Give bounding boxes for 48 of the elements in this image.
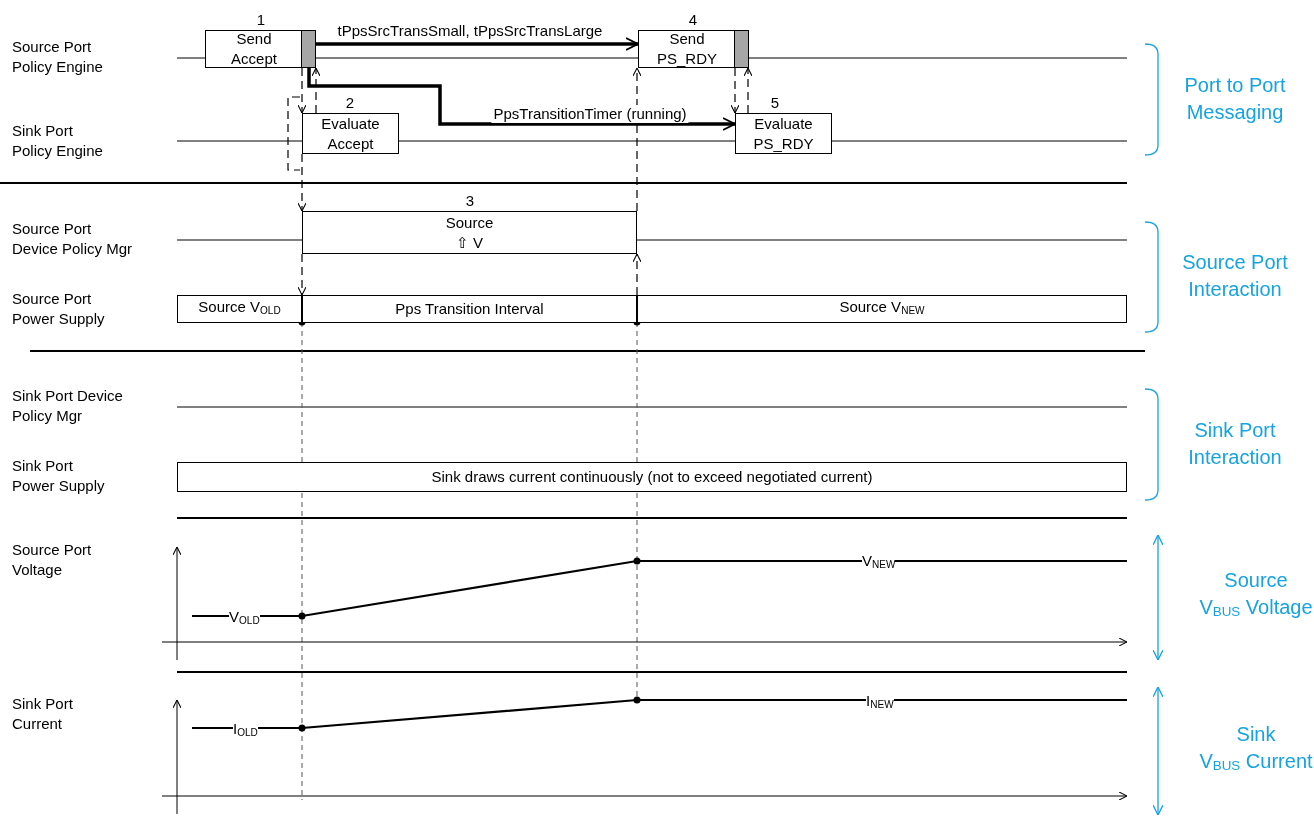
- process-box: [205, 30, 316, 68]
- box-label: Source V$_{OLD}$: [198, 297, 281, 318]
- step-number: 5: [769, 94, 781, 112]
- group-label: Source V$_{BUS}$ Voltage: [1198, 568, 1314, 621]
- arrow: [632, 67, 642, 212]
- arrow: [297, 253, 307, 296]
- process-box: [302, 113, 399, 154]
- row-label: Source Port Power Supply: [12, 289, 106, 329]
- box-label: Sink draws current continuously (not to exceed negotiated current): [431, 467, 873, 487]
- step-number: 3: [464, 192, 476, 210]
- group-label: Sink V$_{BUS}$ Current: [1198, 722, 1314, 775]
- row-label: Source Port Voltage: [12, 540, 93, 580]
- group-label: Port to Port Messaging: [1183, 73, 1287, 125]
- arrow: [316, 37, 639, 51]
- state-bar: [177, 295, 302, 323]
- state-bar: [302, 295, 637, 323]
- box-label: Source V$_{NEW}$: [839, 297, 925, 318]
- step-number: 1: [255, 11, 267, 29]
- row-label: Source Port Policy Engine: [12, 37, 104, 77]
- arrow: [307, 68, 736, 131]
- interval-box: [302, 211, 637, 254]
- row-label: Sink Port Policy Engine: [12, 121, 104, 161]
- arrow: [632, 253, 642, 296]
- row-label: Sink Port Device Policy Mgr: [12, 386, 124, 426]
- row-label: Sink Port Power Supply: [12, 456, 106, 496]
- row-label: Sink Port Current: [12, 694, 74, 734]
- group-label: Source Port Interaction: [1181, 250, 1289, 302]
- state-bar: [637, 295, 1127, 323]
- arrow: [730, 67, 740, 114]
- box-label: Send PS_RDY: [656, 29, 718, 69]
- step-number: 2: [344, 94, 356, 112]
- edge-label: tPpsSrcTransSmall, tPpsSrcTransLarge: [335, 22, 605, 40]
- arrow: [297, 67, 307, 114]
- arrow: [297, 153, 307, 212]
- process-box: [735, 113, 832, 154]
- edge-label: PpsTransitionTimer (running): [491, 105, 689, 123]
- group-label: Sink Port Interaction: [1187, 418, 1283, 470]
- row-label: Source Port Device Policy Mgr: [12, 219, 134, 259]
- box-label: Evaluate PS_RDY: [752, 113, 815, 154]
- box-label: Send Accept: [230, 29, 278, 69]
- box-label: Evaluate Accept: [320, 113, 381, 154]
- arrow: [743, 67, 753, 114]
- step-number: 4: [687, 11, 699, 29]
- process-box: [638, 30, 749, 68]
- box-label: Pps Transition Interval: [395, 299, 544, 319]
- state-bar: [177, 462, 1127, 492]
- box-label: Source ⇧ V: [444, 212, 495, 253]
- arrow: [311, 67, 321, 114]
